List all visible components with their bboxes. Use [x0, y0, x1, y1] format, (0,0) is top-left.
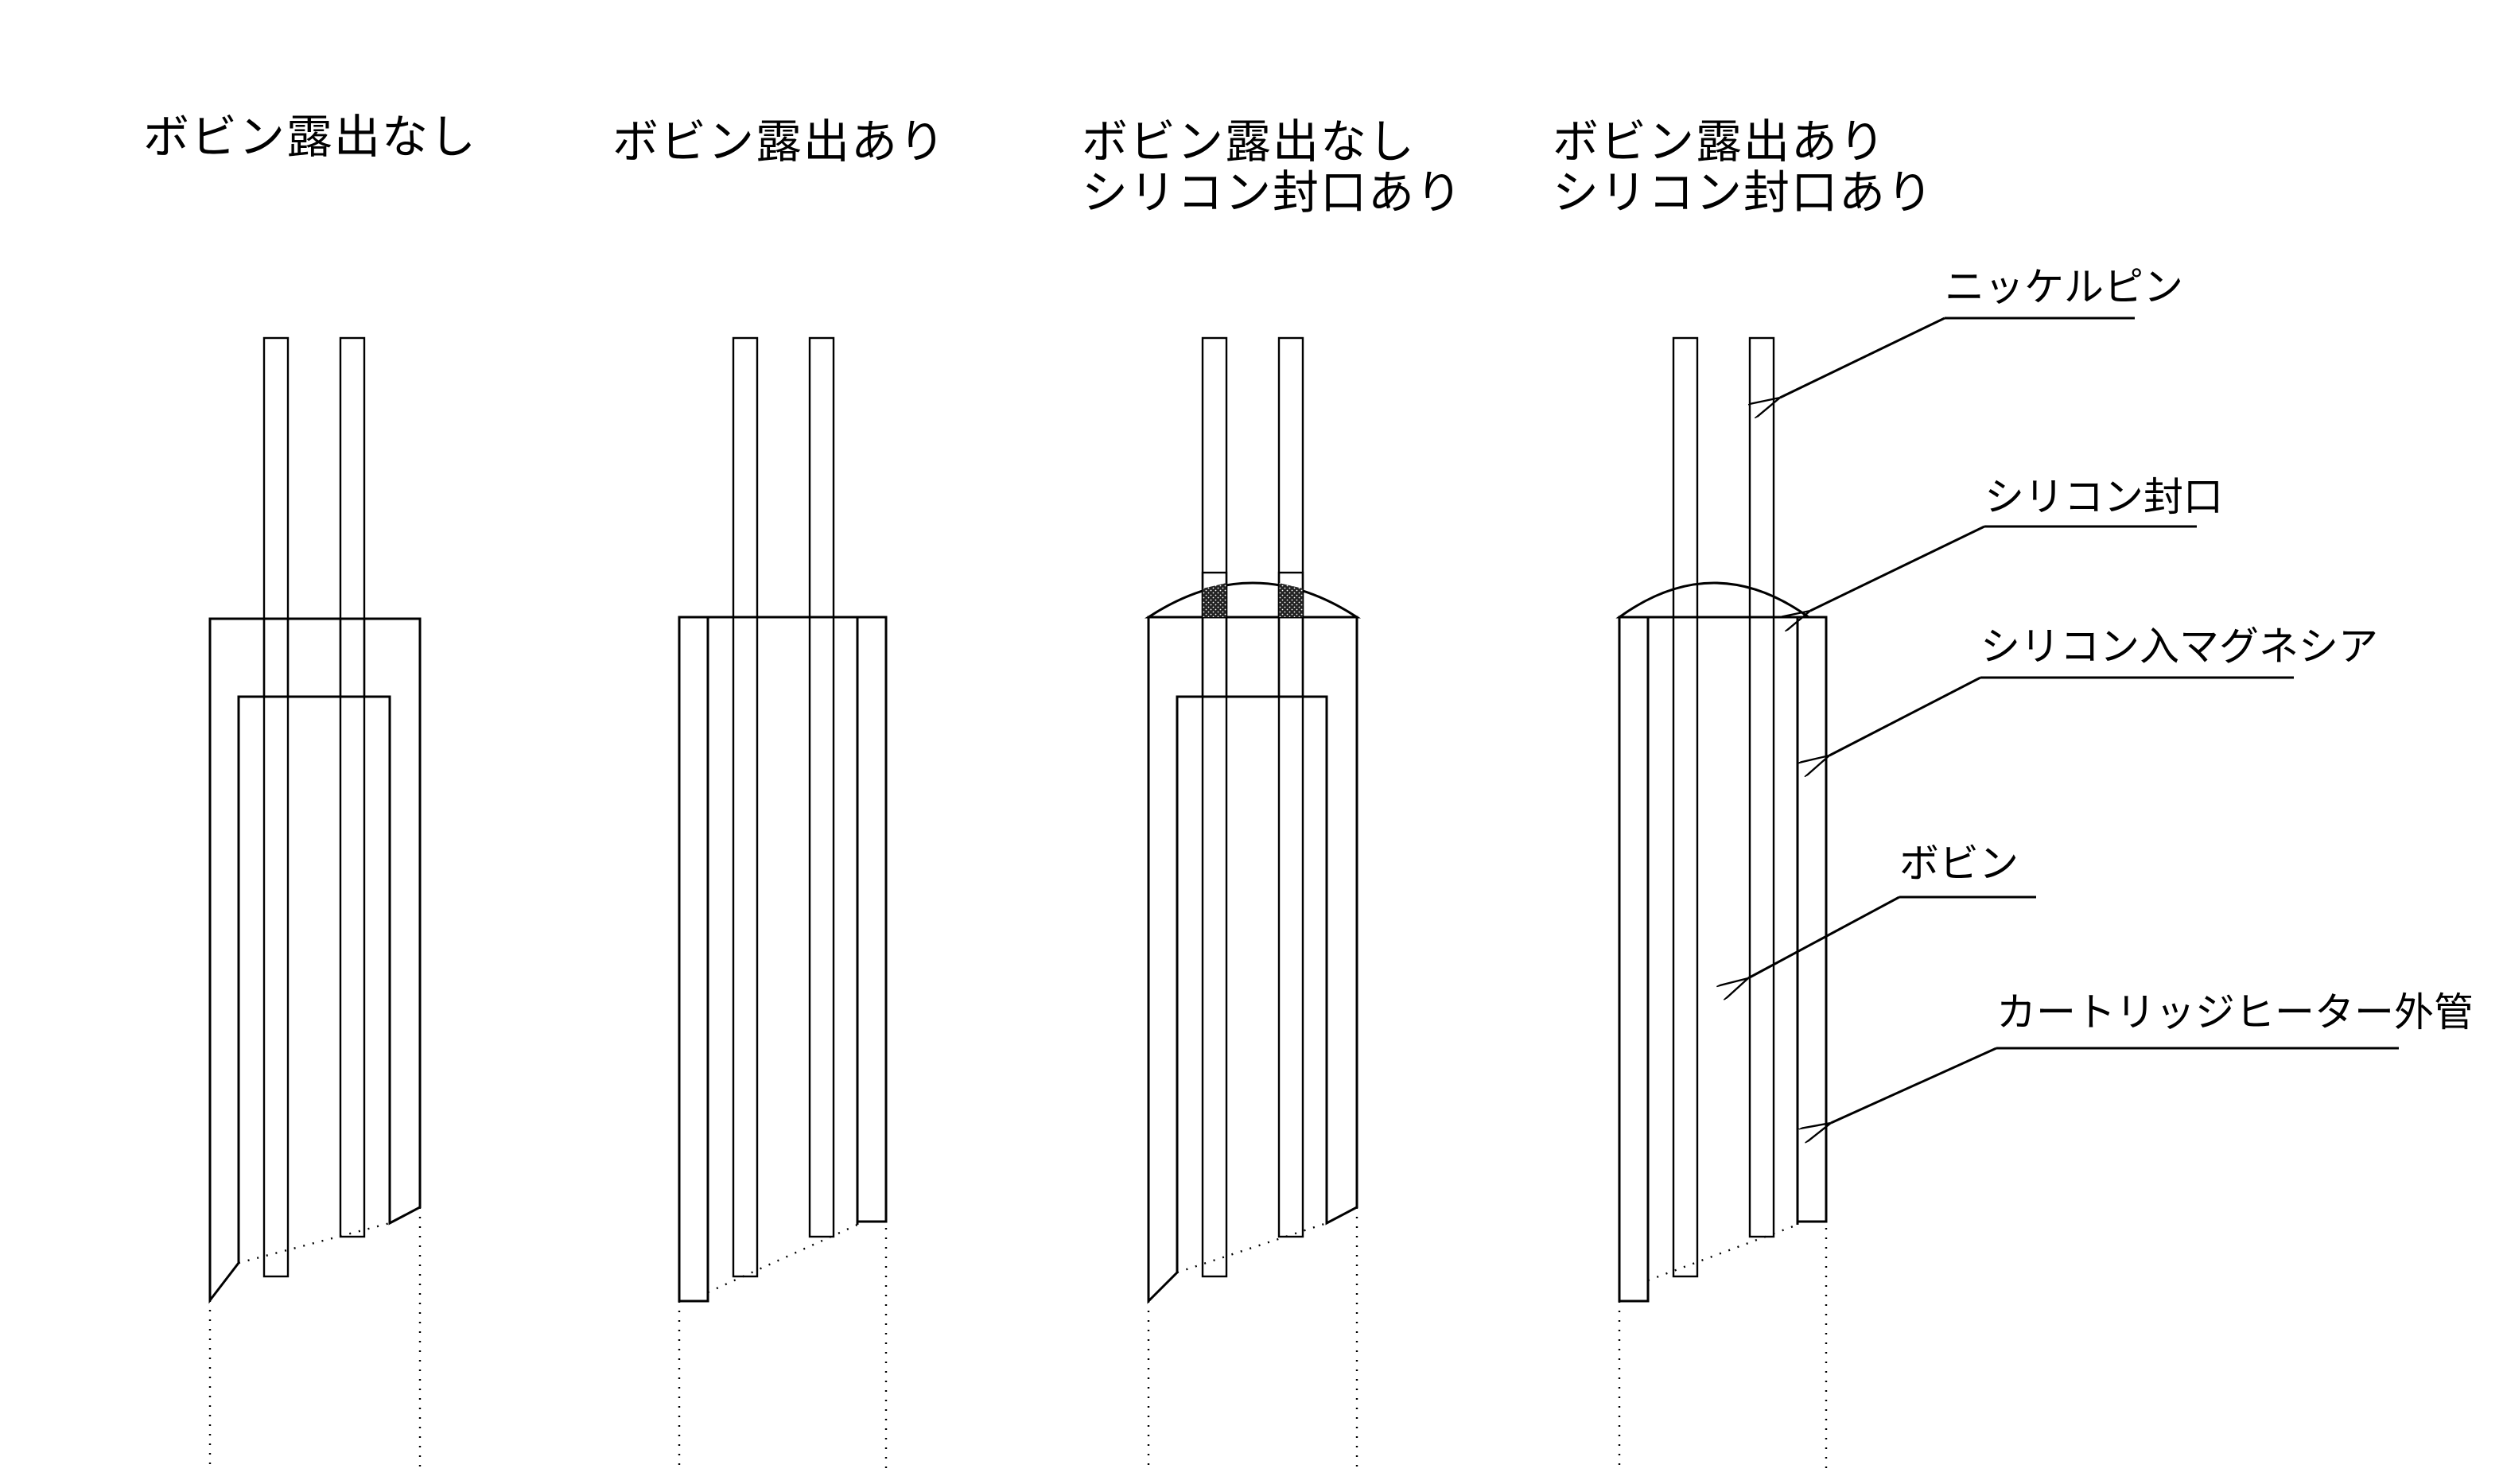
silicone-seal: [1615, 581, 1813, 619]
label-silicone-seal: シリコン封口: [1984, 474, 2223, 520]
magnesia-fill-right: [856, 616, 888, 1223]
heater-section-2: [678, 336, 888, 1471]
nickel-pin-right: [339, 336, 366, 1238]
column-3-title-line2: シリコン封口あり: [1082, 165, 1463, 219]
break-line: [1647, 1223, 1798, 1282]
magnesia-fill: [208, 617, 422, 1304]
callout-silicone-magnesia: シリコン入マグネシア: [1829, 624, 2378, 756]
nickel-pin-right: [1277, 336, 1304, 1238]
magnesia-fill-right: [1796, 616, 1828, 1223]
nickel-pin-left: [262, 336, 290, 1278]
nickel-pin-left: [1672, 336, 1699, 1278]
column-1-title: ボビン露出なし: [143, 110, 477, 164]
bobbin: [239, 695, 391, 1223]
column-4-title-line1: ボビン露出あり: [1553, 115, 1887, 169]
callout-nickel-pin: ニッケルピン: [1780, 264, 2183, 398]
label-silicone-magnesia: シリコン入マグネシア: [1980, 624, 2378, 670]
magnesia-fill-left: [678, 616, 709, 1303]
column-4-title-line2: シリコン封口あり: [1553, 165, 1934, 219]
nickel-pin-left: [732, 336, 759, 1278]
break-line: [1176, 1222, 1327, 1274]
break-line: [238, 1222, 391, 1265]
break-line: [707, 1223, 858, 1294]
callout-outer-tube: カートリッジヒーター外管: [1831, 989, 2474, 1123]
label-bobbin: ボビン: [1899, 841, 2019, 887]
silicone-seal: [1144, 581, 1362, 619]
callout-silicone-seal: シリコン封口: [1810, 474, 2223, 611]
bobbin: [1177, 695, 1328, 1223]
heater-section-3: [1144, 336, 1362, 1471]
column-3-title-line1: ボビン露出なし: [1082, 115, 1416, 169]
label-outer-tube: カートリッジヒーター外管: [1996, 989, 2474, 1035]
nickel-pin-right: [1748, 336, 1775, 1238]
heater-section-4: [1615, 336, 1828, 1471]
nickel-pin-right: [808, 336, 835, 1238]
callout-bobbin: ボビン: [1748, 841, 2036, 978]
nickel-pin-left: [1201, 336, 1228, 1278]
heater-section-1: [208, 336, 422, 1471]
magnesia-fill-left: [1618, 616, 1650, 1303]
label-nickel-pin: ニッケルピン: [1945, 264, 2183, 310]
column-2-title: ボビン露出あり: [612, 115, 946, 169]
